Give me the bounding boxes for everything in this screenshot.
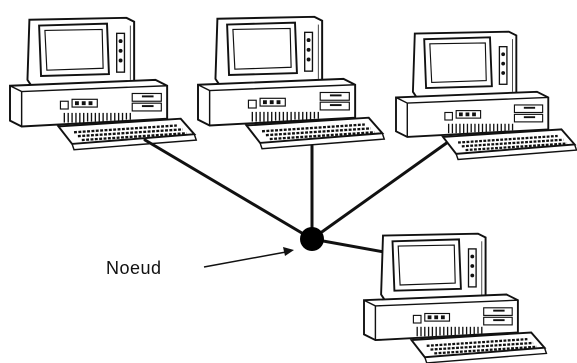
label-arrow [203, 251, 287, 268]
network-node [300, 227, 324, 251]
computer-1 [8, 16, 198, 151]
link-line-1 [143, 138, 314, 241]
computer-4 [362, 232, 548, 363]
node-label: Noeud [106, 258, 162, 278]
label-arrowhead-icon [283, 247, 294, 256]
link-line-3 [310, 140, 450, 241]
computer-3 [394, 30, 577, 161]
link-line-4 [310, 237, 386, 254]
computer-2 [196, 15, 386, 150]
